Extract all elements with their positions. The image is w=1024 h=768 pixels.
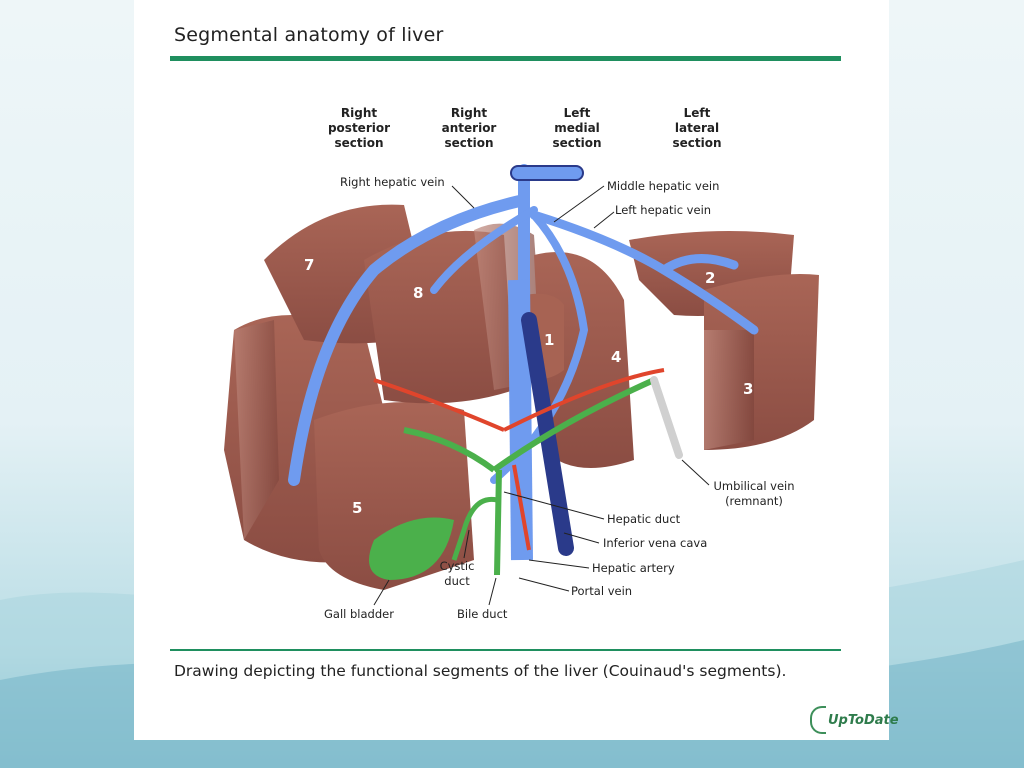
leader-lines (373, 185, 710, 606)
label-hepatic-duct: Hepatic duct (607, 512, 681, 526)
segment-5: 5 (352, 499, 362, 517)
anatomy-labels: Right hepatic vein Middle hepatic vein L… (324, 175, 795, 621)
header-right-anterior-3: section (444, 136, 493, 150)
header-left-medial-2: medial (554, 121, 600, 135)
header-right-anterior-1: Right (451, 106, 487, 120)
label-portal-vein: Portal vein (571, 584, 632, 598)
header-left-medial-1: Left (564, 106, 591, 120)
section-headers: Right posterior section Right anterior s… (328, 106, 722, 150)
label-umbilical-vein-2: (remnant) (725, 494, 783, 508)
label-gall-bladder: Gall bladder (324, 607, 394, 621)
segment-2: 2 (705, 269, 715, 287)
slide-panel: Segmental anatomy of liver (134, 0, 899, 740)
segment-numbers: 1 2 3 4 5 6 7 8 (224, 256, 753, 517)
liver-diagram: Right posterior section Right anterior s… (224, 106, 819, 621)
segment-1: 1 (544, 331, 554, 349)
page-title: Segmental anatomy of liver (174, 24, 444, 46)
segment-8: 8 (413, 284, 423, 302)
label-cystic-duct-2: duct (444, 574, 470, 588)
header-left-lateral-2: lateral (675, 121, 719, 135)
label-inferior-vena-cava: Inferior vena cava (603, 536, 707, 550)
logo-text: UpToDate (828, 712, 899, 728)
header-right-posterior-3: section (334, 136, 383, 150)
vessels (288, 164, 759, 580)
segment-4: 4 (611, 348, 621, 366)
segment-7: 7 (304, 256, 314, 274)
label-cystic-duct-1: Cystic (440, 559, 475, 573)
label-bile-duct: Bile duct (457, 607, 508, 621)
title-rule (170, 56, 841, 61)
header-right-anterior-2: anterior (442, 121, 497, 135)
segment-3: 3 (743, 380, 753, 398)
logo-mark-icon (810, 706, 826, 734)
label-middle-hepatic-vein: Middle hepatic vein (607, 179, 719, 193)
caption-rule (170, 649, 841, 651)
uptodate-logo: UpToDate (810, 706, 899, 734)
label-umbilical-vein-1: Umbilical vein (713, 479, 794, 493)
label-left-hepatic-vein: Left hepatic vein (615, 203, 711, 217)
header-left-medial-3: section (552, 136, 601, 150)
label-hepatic-artery: Hepatic artery (592, 561, 675, 575)
header-left-lateral-1: Left (684, 106, 711, 120)
header-right-posterior-1: Right (341, 106, 377, 120)
segment-6: 6 (224, 493, 234, 511)
figure-caption: Drawing depicting the functional segment… (174, 662, 787, 680)
label-right-hepatic-vein: Right hepatic vein (340, 175, 445, 189)
header-right-posterior-2: posterior (328, 121, 390, 135)
header-left-lateral-3: section (672, 136, 721, 150)
